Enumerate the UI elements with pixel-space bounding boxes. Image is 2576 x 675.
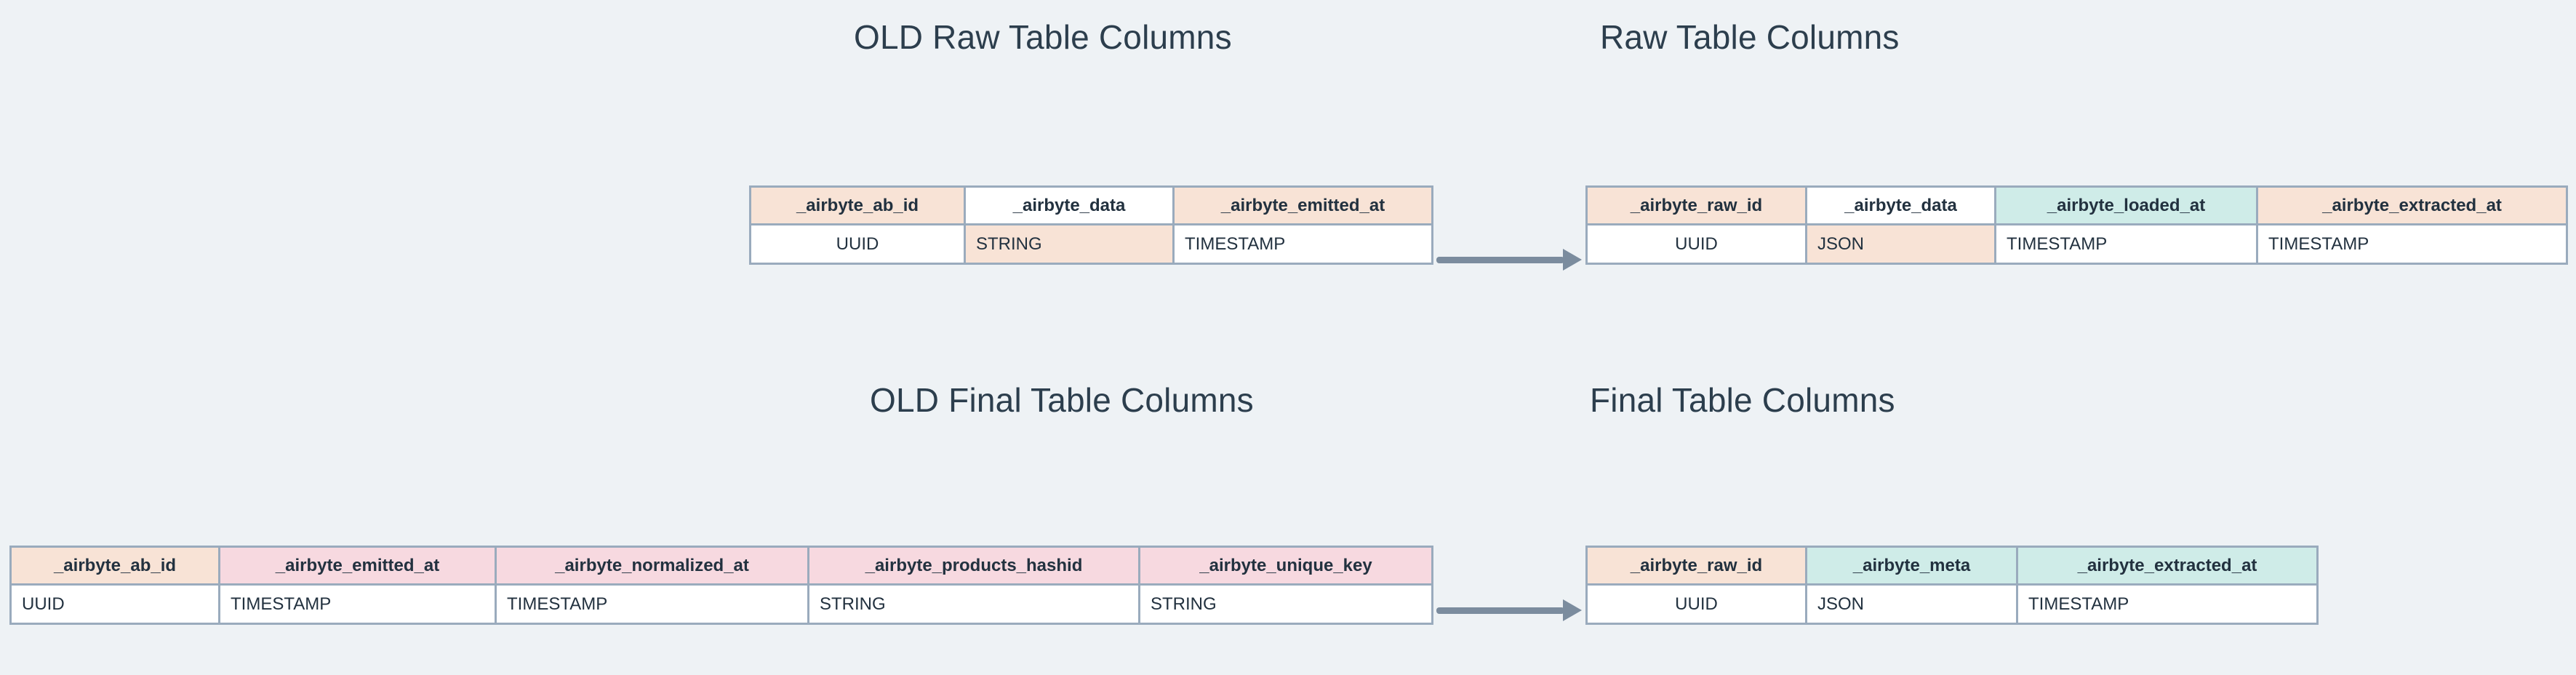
column-type-cell: JSON — [1805, 583, 2018, 625]
table-header-row: _airbyte_raw_id _airbyte_meta _airbyte_e… — [1585, 546, 2319, 586]
table-header-row: _airbyte_ab_id _airbyte_data _airbyte_em… — [749, 185, 1433, 225]
arrow-head-icon — [1563, 249, 1582, 271]
column-header-cell: _airbyte_raw_id — [1585, 185, 1807, 225]
column-type-cell: TIMESTAMP — [1172, 223, 1433, 265]
column-header-cell: _airbyte_loaded_at — [1994, 185, 2258, 225]
column-type-cell: TIMESTAMP — [218, 583, 497, 625]
column-type-cell: UUID — [1585, 223, 1807, 265]
old-raw-table-title: OLD Raw Table Columns — [854, 18, 1232, 56]
table-row: UUID JSON TIMESTAMP TIMESTAMP — [1585, 223, 2568, 265]
column-type-cell: TIMESTAMP — [495, 583, 809, 625]
column-type-cell: UUID — [1585, 583, 1807, 625]
new-final-table: _airbyte_raw_id _airbyte_meta _airbyte_e… — [1585, 546, 2319, 625]
old-raw-table: _airbyte_ab_id _airbyte_data _airbyte_em… — [749, 185, 1433, 265]
column-type-cell: UUID — [749, 223, 966, 265]
column-type-cell: STRING — [1138, 583, 1433, 625]
raw-migration-arrow — [1436, 249, 1582, 271]
column-header-cell: _airbyte_ab_id — [9, 546, 220, 586]
table-row: UUID JSON TIMESTAMP — [1585, 583, 2319, 625]
column-header-cell: _airbyte_products_hashid — [807, 546, 1140, 586]
column-header-cell: _airbyte_meta — [1805, 546, 2018, 586]
table-row: UUID STRING TIMESTAMP — [749, 223, 1433, 265]
final-migration-arrow — [1436, 599, 1582, 621]
column-type-cell: UUID — [9, 583, 220, 625]
column-header-cell: _airbyte_data — [1805, 185, 1996, 225]
table-header-row: _airbyte_ab_id _airbyte_emitted_at _airb… — [9, 546, 1433, 586]
table-header-row: _airbyte_raw_id _airbyte_data _airbyte_l… — [1585, 185, 2568, 225]
old-final-table: _airbyte_ab_id _airbyte_emitted_at _airb… — [9, 546, 1433, 625]
column-header-cell: _airbyte_data — [964, 185, 1175, 225]
new-raw-table: _airbyte_raw_id _airbyte_data _airbyte_l… — [1585, 185, 2568, 265]
column-header-cell: _airbyte_normalized_at — [495, 546, 809, 586]
column-header-cell: _airbyte_raw_id — [1585, 546, 1807, 586]
column-type-cell: TIMESTAMP — [2256, 223, 2568, 265]
column-type-cell: TIMESTAMP — [2016, 583, 2319, 625]
arrow-head-icon — [1563, 599, 1582, 621]
arrow-shaft — [1436, 607, 1564, 614]
column-header-cell: _airbyte_unique_key — [1138, 546, 1433, 586]
column-type-cell: STRING — [807, 583, 1140, 625]
column-header-cell: _airbyte_extracted_at — [2256, 185, 2568, 225]
column-header-cell: _airbyte_emitted_at — [218, 546, 497, 586]
column-header-cell: _airbyte_ab_id — [749, 185, 966, 225]
old-final-table-title: OLD Final Table Columns — [870, 381, 1254, 419]
new-final-table-title: Final Table Columns — [1590, 381, 1895, 419]
new-raw-table-title: Raw Table Columns — [1600, 18, 1900, 56]
column-type-cell: JSON — [1805, 223, 1996, 265]
table-row: UUID TIMESTAMP TIMESTAMP STRING STRING — [9, 583, 1433, 625]
column-type-cell: STRING — [964, 223, 1175, 265]
column-header-cell: _airbyte_extracted_at — [2016, 546, 2319, 586]
column-type-cell: TIMESTAMP — [1994, 223, 2258, 265]
arrow-shaft — [1436, 257, 1564, 263]
column-header-cell: _airbyte_emitted_at — [1172, 185, 1433, 225]
